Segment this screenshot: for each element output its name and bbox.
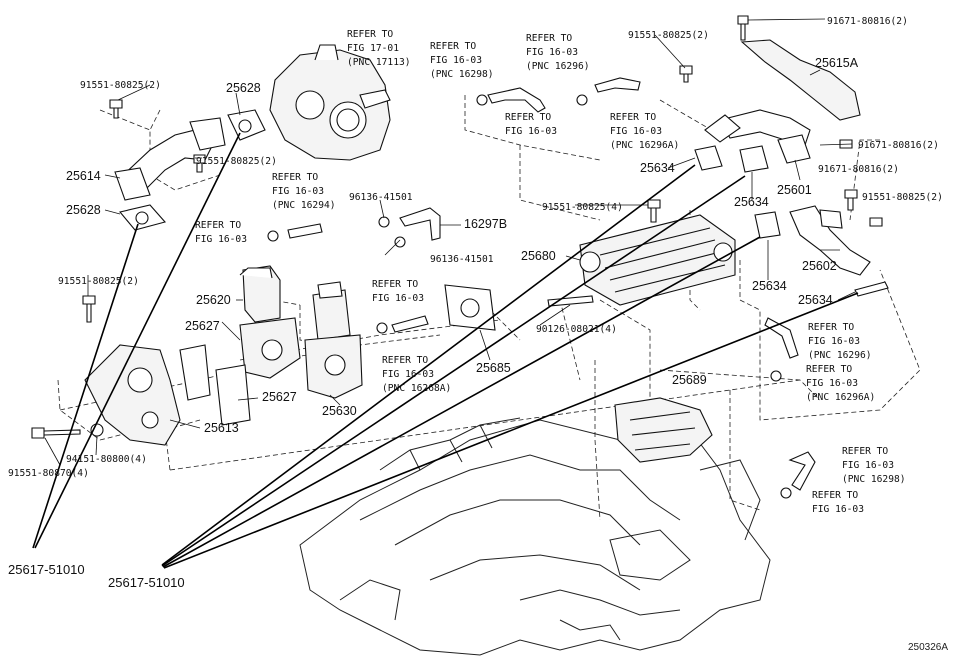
hoses [287, 77, 816, 491]
heat-insulator-25615a [740, 39, 861, 121]
refer-label: FIG 16-03 [195, 234, 247, 245]
refer-label: REFER TO [195, 220, 241, 231]
part-number: 91551-80825(2) [80, 80, 161, 91]
part-number: 91551-80825(2) [58, 276, 139, 287]
part-number: 25602 [802, 259, 837, 273]
part-number: 25680 [521, 249, 556, 263]
refer-label: FIG 17-01 [347, 43, 399, 54]
part-number: 91671-80816(2) [818, 164, 899, 175]
part-number: 25615A [815, 56, 859, 70]
part-number: 96136-41501 [430, 254, 494, 265]
part-number: 91551-80825(2) [196, 156, 277, 167]
gasket-25628-upper [227, 109, 266, 141]
refer-label: REFER TO [272, 172, 318, 183]
part-number: 25634 [734, 195, 769, 209]
refer-label: (PNC 16268A) [382, 383, 451, 394]
part-number: 25627 [262, 390, 297, 404]
refer-label: REFER TO [382, 355, 428, 366]
refer-label: REFER TO [812, 490, 858, 501]
refer-label: FIG 16-03 [505, 126, 557, 137]
part-number: 91551-80825(2) [628, 30, 709, 41]
refer-label: (PNC 17113) [347, 57, 411, 68]
part-number: 25627 [185, 319, 220, 333]
refer-label: FIG 16-03 [526, 47, 578, 58]
leader-lines [44, 18, 856, 466]
reference-labels: REFER TO FIG 17-01 (PNC 17113) REFER TO … [195, 29, 906, 515]
refer-label: FIG 16-03 [372, 293, 424, 304]
refer-label: (PNC 16296A) [610, 140, 679, 151]
refer-label: REFER TO [842, 446, 888, 457]
callout-lines-25617-51010 [32, 132, 859, 569]
part-number: 90126-08021(4) [536, 324, 617, 335]
throttle-body [269, 44, 391, 161]
egr-valve-25620 [239, 265, 301, 379]
egr-valve-25630 [304, 281, 363, 399]
egr-cooler-25680 [579, 214, 736, 306]
part-number: 25634 [798, 293, 833, 307]
part-number: 94151-80800(4) [66, 454, 147, 465]
part-number: 96136-41501 [349, 192, 413, 203]
bolts [31, 15, 883, 439]
egr-pipe-25602 [789, 205, 871, 276]
part-number: 91551-80825(2) [862, 192, 943, 203]
egr-pipe-25614 [114, 117, 226, 201]
refer-label: REFER TO [610, 112, 656, 123]
refer-label: REFER TO [372, 279, 418, 290]
engine-block-outline [299, 417, 771, 656]
part-number: 25689 [672, 373, 707, 387]
refer-label: REFER TO [526, 33, 572, 44]
part-number: 91671-80816(2) [858, 140, 939, 151]
part-number: 25685 [476, 361, 511, 375]
part-number: 25630 [322, 404, 357, 418]
gaskets-25627 [179, 344, 251, 426]
refer-label: (PNC 16298) [430, 69, 494, 80]
part-number: 25634 [640, 161, 675, 175]
refer-label: REFER TO [347, 29, 393, 40]
refer-label: REFER TO [806, 364, 852, 375]
part-number: 25601 [777, 183, 812, 197]
part-number: 25620 [196, 293, 231, 307]
gasket-25628-lower [119, 204, 167, 231]
refer-label: REFER TO [505, 112, 551, 123]
hose-clamps [267, 94, 792, 499]
part-number: 16297B [464, 217, 507, 231]
part-number: 25628 [66, 203, 101, 217]
refer-label: FIG 16-03 [430, 55, 482, 66]
egr-bracket-25613 [84, 344, 181, 446]
part-number: 25634 [752, 279, 787, 293]
part-number: 25614 [66, 169, 101, 183]
refer-label: FIG 16-03 [610, 126, 662, 137]
plate-25685 [444, 284, 496, 331]
part-number: 25628 [226, 81, 261, 95]
refer-label: FIG 16-03 [812, 504, 864, 515]
gaskets-25634 [694, 145, 889, 297]
callout-part-number: 25617-51010 [108, 575, 185, 590]
refer-label: (PNC 16296) [808, 350, 872, 361]
refer-label: REFER TO [430, 41, 476, 52]
refer-label: FIG 16-03 [382, 369, 434, 380]
part-number: 25613 [204, 421, 239, 435]
egr-pipe-25601 [704, 109, 811, 164]
refer-label: (PNC 16294) [272, 200, 336, 211]
callout-part-number: 25617-51010 [8, 562, 85, 577]
part-number: 91551-80870(4) [8, 468, 89, 479]
figure-id: 250326A [908, 642, 948, 653]
part-number: 91671-80816(2) [827, 16, 908, 27]
refer-label: FIG 16-03 [808, 336, 860, 347]
refer-label: FIG 16-03 [272, 186, 324, 197]
heat-insulator-25689 [614, 397, 713, 463]
refer-label: FIG 16-03 [842, 460, 894, 471]
refer-label: (PNC 16296) [526, 61, 590, 72]
refer-label: (PNC 16298) [842, 474, 906, 485]
refer-label: (PNC 16296A) [806, 392, 875, 403]
refer-label: REFER TO [808, 322, 854, 333]
part-number-labels: 91551-80825(2) 91551-80825(2) 91551-8082… [8, 16, 948, 653]
refer-label: FIG 16-03 [806, 378, 858, 389]
part-number: 91551-80825(4) [542, 202, 623, 213]
